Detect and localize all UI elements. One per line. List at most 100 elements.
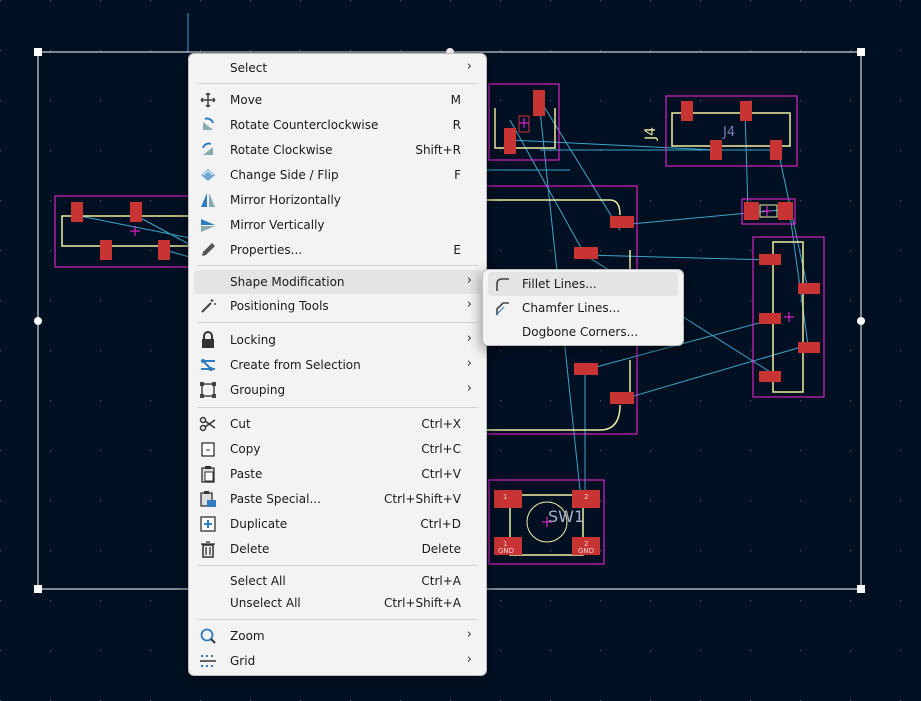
shortcut-label: Shift+R	[415, 143, 461, 157]
menu-item-copy[interactable]: Copy Ctrl+C	[194, 437, 481, 461]
pad-label: 1	[503, 540, 507, 548]
mirror-h-icon	[199, 191, 217, 209]
zoom-icon	[199, 627, 217, 645]
menu-item-label: Dogbone Corners...	[522, 325, 639, 339]
menu-item-paste-special[interactable]: Paste Special... Ctrl+Shift+V	[194, 487, 481, 511]
footprint-sw1[interactable]: 1 2 1 2 GND GND SW1	[488, 479, 605, 565]
menu-item-grouping[interactable]: Grouping ›	[194, 378, 481, 402]
pad-label: 2	[584, 540, 588, 548]
pad-label: 2	[584, 493, 588, 501]
shortcut-label: Ctrl+A	[421, 574, 461, 588]
menu-item-unselect-all[interactable]: Unselect All Ctrl+Shift+A	[194, 591, 481, 615]
divider	[197, 407, 478, 408]
chevron-right-icon: ›	[466, 297, 472, 312]
menu-item-positioning-tools[interactable]: Positioning Tools ›	[194, 294, 481, 318]
menu-item-rotate-ccw[interactable]: Rotate Counterclockwise R	[194, 113, 481, 137]
menu-item-select[interactable]: Select ›	[194, 56, 481, 80]
shortcut-label: Ctrl+C	[421, 442, 461, 456]
divider	[197, 83, 478, 84]
menu-item-label: Rotate Clockwise	[230, 143, 333, 157]
menu-item-rotate-cw[interactable]: Rotate Clockwise Shift+R	[194, 138, 481, 162]
menu-item-delete[interactable]: Delete Delete	[194, 537, 481, 561]
menu-item-label: Rotate Counterclockwise	[230, 118, 379, 132]
menu-item-move[interactable]: Move M	[194, 88, 481, 112]
chevron-right-icon: ›	[466, 273, 472, 288]
paste-special-icon	[199, 490, 217, 508]
pad-label: 1	[503, 493, 507, 501]
rotate-ccw-icon	[199, 116, 217, 134]
pad-label: GND	[578, 547, 594, 555]
menu-item-duplicate[interactable]: Duplicate Ctrl+D	[194, 512, 481, 536]
menu-item-label: Fillet Lines...	[522, 277, 597, 291]
chevron-right-icon: ›	[466, 59, 472, 74]
divider	[197, 322, 478, 323]
j4-value-label: J4	[722, 125, 735, 140]
menu-item-locking[interactable]: Locking ›	[194, 328, 481, 352]
menu-item-label: Mirror Vertically	[230, 218, 325, 232]
pad-label: GND	[498, 547, 514, 555]
menu-item-label: Unselect All	[230, 596, 301, 610]
shortcut-label: Ctrl+Shift+A	[384, 596, 461, 610]
menu-item-mirror-h[interactable]: Mirror Horizontally	[194, 188, 481, 212]
shape-modification-submenu: Fillet Lines... Chamfer Lines... Dogbone…	[482, 269, 684, 346]
footprint-j4[interactable]: J4 J4	[643, 95, 798, 167]
divider	[197, 619, 478, 620]
menu-item-shape-modification[interactable]: Shape Modification ›	[194, 270, 481, 294]
shortcut-label: M	[450, 93, 461, 107]
menu-item-label: Paste Special...	[230, 492, 321, 506]
menu-item-label: Mirror Horizontally	[230, 193, 341, 207]
menu-item-dogbone-corners[interactable]: Dogbone Corners...	[488, 320, 678, 344]
menu-item-cut[interactable]: Cut Ctrl+X	[194, 412, 481, 436]
menu-item-label: Zoom	[230, 629, 265, 643]
chevron-right-icon: ›	[466, 331, 472, 346]
divider	[197, 565, 478, 566]
footprint-right-tall[interactable]	[752, 236, 825, 398]
shortcut-label: Ctrl+Shift+V	[384, 492, 461, 506]
menu-item-flip[interactable]: Change Side / Flip F	[194, 163, 481, 187]
menu-item-label: Change Side / Flip	[230, 168, 339, 182]
menu-item-label: Duplicate	[230, 517, 288, 531]
menu-item-label: Select	[230, 61, 268, 75]
menu-item-fillet-lines[interactable]: Fillet Lines...	[488, 272, 678, 296]
menu-item-label: Grouping	[230, 383, 286, 397]
paste-icon	[199, 465, 217, 483]
j4-silk-label: J4	[643, 127, 659, 141]
chevron-right-icon: ›	[466, 627, 472, 642]
move-icon	[199, 91, 217, 109]
menu-item-grid[interactable]: Grid ›	[194, 649, 481, 673]
menu-item-label: Move	[230, 93, 263, 107]
menu-item-label: Select All	[230, 574, 286, 588]
mirror-v-icon	[199, 216, 217, 234]
chamfer-icon	[493, 299, 511, 317]
menu-item-zoom[interactable]: Zoom ›	[194, 624, 481, 648]
chevron-right-icon: ›	[466, 652, 472, 667]
menu-item-label: Grid	[230, 654, 256, 668]
copy-icon	[199, 440, 217, 458]
menu-item-properties[interactable]: Properties... E	[194, 238, 481, 262]
menu-item-label: Locking	[230, 333, 276, 347]
menu-item-label: Copy	[230, 442, 261, 456]
duplicate-icon	[199, 515, 217, 533]
menu-item-mirror-v[interactable]: Mirror Vertically	[194, 213, 481, 237]
grid-icon	[199, 652, 217, 670]
menu-item-select-all[interactable]: Select All Ctrl+A	[194, 569, 481, 593]
group-icon	[199, 381, 217, 399]
wand-icon	[199, 297, 217, 315]
menu-item-label: Paste	[230, 467, 263, 481]
menu-item-label: Properties...	[230, 243, 303, 257]
shortcut-label: E	[453, 243, 461, 257]
menu-item-label: Positioning Tools	[230, 299, 329, 313]
menu-item-create-from-selection[interactable]: Create from Selection ›	[194, 353, 481, 377]
menu-item-paste[interactable]: Paste Ctrl+V	[194, 462, 481, 486]
divider	[197, 265, 478, 266]
footprint-right-small[interactable]	[741, 198, 796, 225]
scissors-icon	[199, 415, 217, 433]
create-selection-icon	[199, 356, 217, 374]
rotate-cw-icon	[199, 141, 217, 159]
shortcut-label: F	[454, 168, 461, 182]
pencil-icon	[199, 241, 217, 259]
shortcut-label: Delete	[421, 542, 461, 556]
menu-item-label: Create from Selection	[230, 358, 361, 372]
menu-item-chamfer-lines[interactable]: Chamfer Lines...	[488, 296, 678, 320]
footprint-top-small[interactable]	[488, 83, 560, 161]
